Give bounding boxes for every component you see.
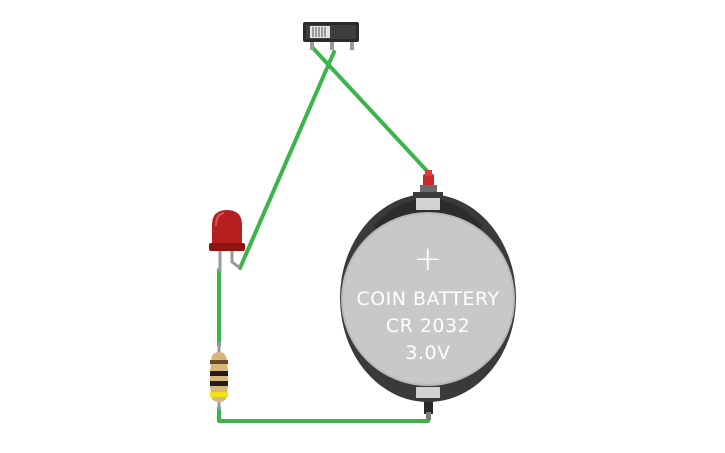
slide-switch[interactable]	[303, 22, 359, 50]
wire-resistor-to-battery[interactable]	[217, 406, 430, 423]
wire-switch-to-battery[interactable]	[310, 45, 430, 174]
battery-label-line2: CR 2032	[386, 315, 470, 337]
red-led[interactable]	[209, 210, 245, 272]
battery-label-line1: COIN BATTERY	[356, 288, 499, 310]
coin-cell	[342, 213, 514, 385]
resistor-band-2	[210, 371, 228, 376]
resistor-band-4	[210, 392, 228, 397]
wire-switch-to-led[interactable]	[238, 50, 336, 270]
resistor-band-3	[210, 381, 228, 386]
resistor[interactable]	[210, 342, 228, 410]
resistor-band-1	[210, 360, 228, 364]
coin-battery-holder[interactable]: + COIN BATTERY CR 2032 3.0V	[340, 170, 516, 420]
battery-label-line3: 3.0V	[405, 342, 450, 364]
battery-plus-symbol: +	[414, 239, 443, 279]
